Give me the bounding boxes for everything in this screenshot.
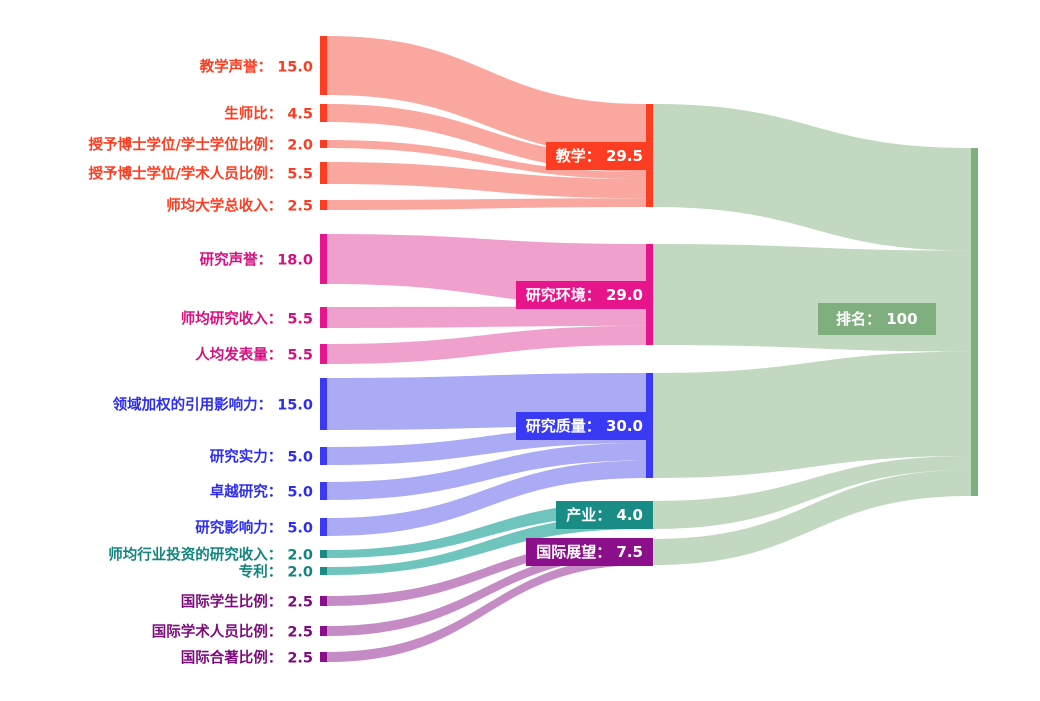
- sankey-link[interactable]: [653, 244, 971, 352]
- sankey-node-student_staff_ratio[interactable]: [320, 104, 327, 122]
- node-label-teaching: 教学： 29.5: [545, 141, 653, 170]
- sankey-link[interactable]: [327, 162, 646, 199]
- sankey-node-research_strength[interactable]: [320, 447, 327, 465]
- sankey-link[interactable]: [327, 460, 646, 537]
- node-label-intl_outlook: 国际展望： 7.5: [526, 538, 653, 566]
- sankey-node-doctorate_bachelor_ratio[interactable]: [320, 140, 327, 148]
- node-label-research_productivity: 人均发表量： 5.5: [195, 347, 313, 364]
- node-label-citation_impact: 领域加权的引用影响力： 15.0: [112, 397, 313, 414]
- sankey-node-teaching_reputation[interactable]: [320, 36, 327, 95]
- sankey-link[interactable]: [327, 36, 646, 157]
- sankey-link[interactable]: [653, 455, 971, 529]
- sankey-node-industry_income[interactable]: [320, 550, 327, 558]
- sankey-link[interactable]: [327, 539, 646, 606]
- sankey-node-research_excellence[interactable]: [320, 482, 327, 500]
- node-label-industry: 产业： 4.0: [556, 501, 653, 529]
- sankey-link[interactable]: [653, 351, 971, 478]
- node-label-industry_income: 师均行业投资的研究收入： 2.0: [108, 547, 313, 564]
- sankey-link[interactable]: [327, 443, 646, 500]
- node-label-research_reputation: 研究声誉： 18.0: [199, 252, 313, 269]
- node-label-intl_staff: 国际学术人员比例： 2.5: [151, 624, 313, 641]
- node-label-doctorate_staff_ratio: 授予博士学位/学术人员比例： 5.5: [88, 166, 313, 183]
- sankey-link[interactable]: [327, 325, 646, 364]
- sankey-node-institutional_income[interactable]: [320, 200, 327, 210]
- sankey-node-research_influence[interactable]: [320, 518, 327, 536]
- node-label-institutional_income: 师均大学总收入： 2.5: [166, 198, 313, 215]
- sankey-link[interactable]: [327, 556, 646, 662]
- sankey-link[interactable]: [327, 547, 646, 636]
- node-label-teaching_reputation: 教学声誉： 15.0: [199, 59, 313, 75]
- node-label-student_staff_ratio: 生师比： 4.5: [224, 106, 313, 123]
- sankey-node-doctorate_staff_ratio[interactable]: [320, 162, 327, 184]
- sankey-link[interactable]: [653, 104, 971, 251]
- node-label-research_influence: 研究影响力： 5.0: [195, 520, 313, 537]
- sankey-node-intl_coauthorship[interactable]: [320, 652, 327, 662]
- sankey-link[interactable]: [653, 469, 971, 565]
- node-label-ranking: 排名： 100: [818, 303, 936, 335]
- sankey-node-ranking[interactable]: [971, 148, 978, 496]
- node-label-doctorate_bachelor_ratio: 授予博士学位/学士学位比例： 2.0: [88, 137, 313, 154]
- node-label-intl_students: 国际学生比例： 2.5: [180, 594, 313, 611]
- sankey-node-research_productivity[interactable]: [320, 344, 327, 364]
- node-label-intl_coauthorship: 国际合著比例： 2.5: [180, 650, 313, 667]
- sankey-node-intl_students[interactable]: [320, 596, 327, 606]
- sankey-node-intl_staff[interactable]: [320, 626, 327, 636]
- sankey-link[interactable]: [327, 515, 646, 575]
- sankey-link[interactable]: [327, 306, 646, 328]
- node-label-research_env: 研究环境： 29.0: [515, 280, 653, 309]
- node-label-research_excellence: 卓越研究： 5.0: [209, 484, 313, 501]
- sankey-link[interactable]: [327, 198, 646, 210]
- node-label-research_income: 师均研究收入： 5.5: [180, 311, 313, 327]
- sankey-node-patents[interactable]: [320, 567, 327, 575]
- node-label-research_strength: 研究实力： 5.0: [209, 449, 313, 466]
- sankey-node-research_reputation[interactable]: [320, 234, 327, 284]
- sankey-node-citation_impact[interactable]: [320, 378, 327, 430]
- sankey-node-research_income[interactable]: [320, 307, 327, 328]
- node-label-patents: 专利： 2.0: [238, 564, 313, 581]
- node-label-research_quality: 研究质量： 30.0: [515, 411, 653, 440]
